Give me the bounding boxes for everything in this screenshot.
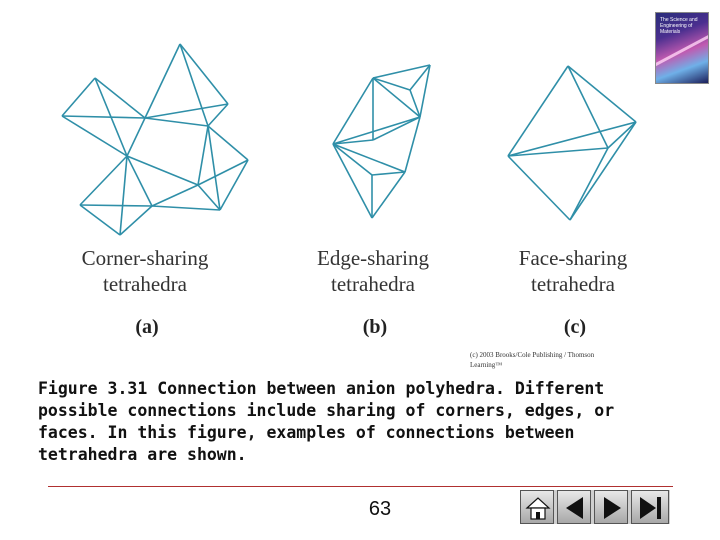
home-icon — [525, 497, 551, 520]
first-slide-icon — [566, 497, 583, 519]
label-line-2: tetrahedra — [531, 272, 615, 296]
label-line-2: tetrahedra — [331, 272, 415, 296]
label-a: (a) — [135, 316, 159, 338]
first-slide-button[interactable] — [557, 490, 591, 524]
book-cover-title: The Science and Engineering of Materials — [660, 17, 698, 35]
next-slide-button[interactable] — [631, 490, 669, 524]
label-line-1: Corner-sharing — [81, 246, 209, 270]
figure-caption: Figure 3.31 Connection between anion pol… — [38, 379, 615, 464]
corner-sharing-tetrahedra — [61, 43, 249, 236]
corner-sharing-label: Corner-sharing tetrahedra — [45, 245, 245, 297]
label-line-2: tetrahedra — [103, 272, 187, 296]
next-slide-icon — [640, 497, 661, 519]
previous-slide-icon — [604, 497, 621, 519]
edge-sharing-label: Edge-sharing tetrahedra — [273, 245, 473, 297]
previous-slide-button[interactable] — [594, 490, 628, 524]
tetrahedra-diagram — [61, 43, 637, 236]
home-button[interactable] — [520, 490, 554, 524]
label-line-1: Face-sharing — [518, 246, 628, 270]
label-line-1: Edge-sharing — [317, 246, 429, 270]
face-sharing-label: Face-sharing tetrahedra — [473, 245, 673, 297]
edge-sharing-tetrahedra — [332, 64, 431, 219]
page-number: 63 — [368, 498, 392, 520]
label-c: (c) — [563, 316, 587, 338]
footer-divider — [48, 486, 673, 487]
face-sharing-tetrahedra — [507, 65, 637, 221]
book-cover-thumbnail: The Science and Engineering of Materials — [655, 12, 709, 84]
copyright-notice: (c) 2003 Brooks/Cole Publishing / Thomso… — [470, 351, 595, 369]
label-b: (b) — [362, 316, 388, 338]
